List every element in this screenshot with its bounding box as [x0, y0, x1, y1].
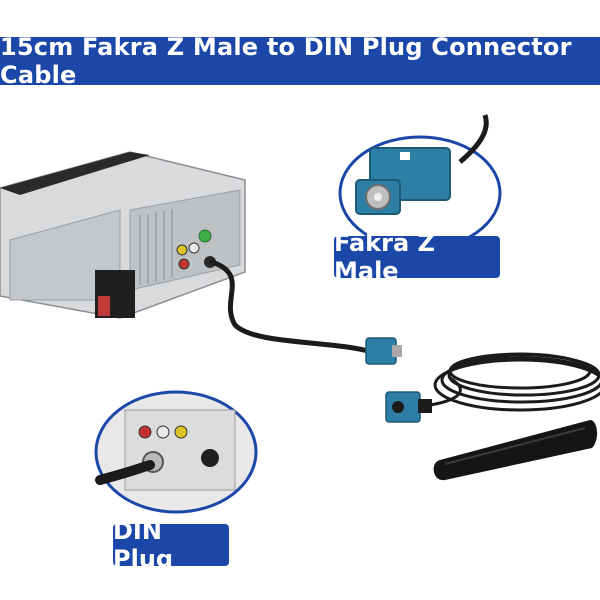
fakra-label: Fakra Z Male	[334, 229, 500, 285]
car-radio-unit	[0, 151, 246, 319]
din-plug-label: DIN Plug	[113, 517, 229, 573]
antenna-cable-coil	[429, 352, 600, 412]
fakra-label-text: Fakra Z Male	[334, 229, 435, 285]
coax-cable	[209, 259, 375, 355]
title-banner: 15cm Fakra Z Male to DIN Plug Connector …	[0, 33, 600, 89]
din-label-text: DIN Plug	[113, 517, 174, 573]
fakra-female-connector	[385, 391, 432, 423]
banner-title: 15cm Fakra Z Male to DIN Plug Connector …	[0, 33, 572, 89]
din-zoom-callout	[94, 390, 258, 514]
antenna-pad	[433, 420, 598, 481]
fakra-male-connector	[365, 337, 402, 365]
